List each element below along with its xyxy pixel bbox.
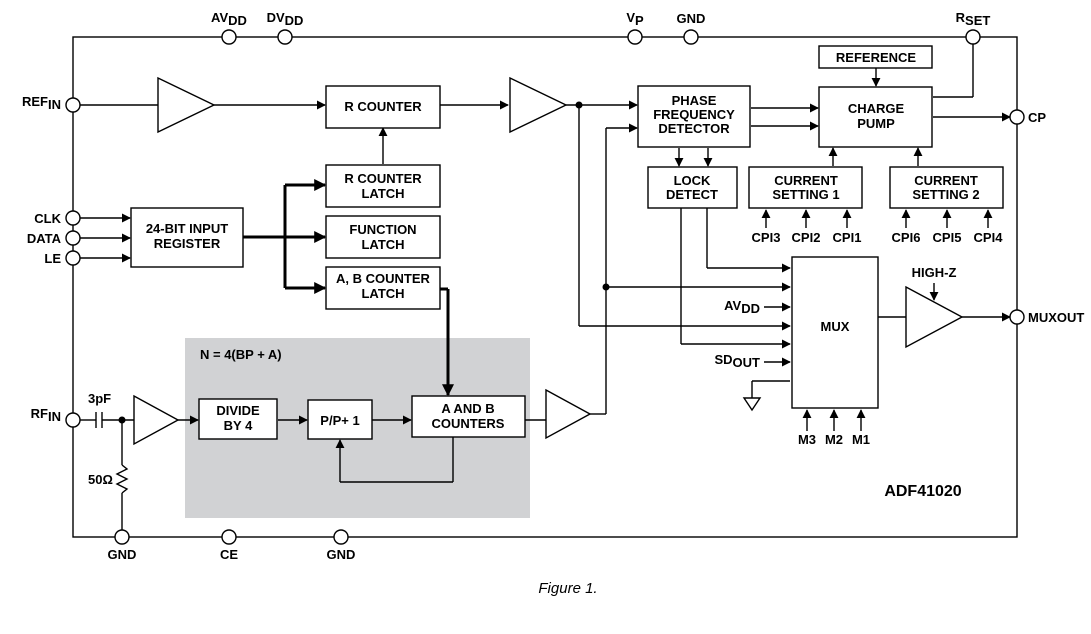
label-le: LE: [44, 251, 61, 266]
pin-vp: [627, 29, 643, 45]
cpi1-label: CPI1: [833, 230, 862, 245]
svg-text:DETECTOR: DETECTOR: [658, 121, 730, 136]
ref-buffer: [157, 76, 216, 134]
label-refin: REFIN: [22, 94, 61, 112]
pin-gnd-top: [683, 29, 699, 45]
svg-text:COUNTERS: COUNTERS: [432, 416, 505, 431]
r-counter-latch-block: R COUNTER LATCH: [325, 164, 441, 208]
svg-text:R COUNTER: R COUNTER: [344, 171, 422, 186]
high-z-label: HIGH-Z: [912, 265, 957, 280]
svg-text:CHARGE: CHARGE: [848, 101, 905, 116]
label-data: DATA: [27, 231, 62, 246]
label-rfin: RFIN: [31, 406, 61, 424]
pin-data: [65, 230, 81, 246]
ref-buffer-2: [509, 76, 568, 134]
label-gnd-top: GND: [677, 11, 706, 26]
prescaler-block: P/P+ 1: [307, 399, 373, 440]
function-latch-block: FUNCTION LATCH: [325, 215, 441, 259]
label-clk: CLK: [34, 211, 61, 226]
pin-dvdd: [277, 29, 293, 45]
svg-text:MUX: MUX: [821, 319, 850, 334]
pin-rfin: [65, 412, 81, 428]
part-number: ADF41020: [884, 483, 961, 500]
svg-text:FUNCTION: FUNCTION: [349, 222, 416, 237]
lock-detect-block: LOCK DETECT: [647, 166, 738, 209]
reference-block: REFERENCE: [818, 45, 933, 69]
chip-outline: [72, 36, 1018, 538]
svg-text:SETTING 2: SETTING 2: [912, 187, 979, 202]
muxout-buffer: [905, 285, 964, 349]
mux-block: MUX: [791, 256, 879, 409]
svg-text:R COUNTER: R COUNTER: [344, 99, 422, 114]
m1-label: M1: [852, 432, 870, 447]
pin-gnd-bottom-2: [333, 529, 349, 545]
pfd-block: PHASE FREQUENCY DETECTOR: [637, 85, 751, 148]
label-vp: VP: [626, 10, 644, 28]
svg-text:REGISTER: REGISTER: [154, 236, 221, 251]
svg-text:FREQUENCY: FREQUENCY: [653, 107, 735, 122]
svg-text:A AND B: A AND B: [441, 401, 494, 416]
svg-text:BY 4: BY 4: [224, 418, 253, 433]
figure-caption: Figure 1.: [538, 580, 597, 597]
svg-text:A, B COUNTER: A, B COUNTER: [336, 271, 431, 286]
label-gnd-bottom-1: GND: [108, 547, 137, 562]
pin-le: [65, 250, 81, 266]
cpi5-label: CPI5: [933, 230, 962, 245]
svg-text:CURRENT: CURRENT: [914, 173, 978, 188]
svg-text:DETECT: DETECT: [666, 187, 718, 202]
svg-text:24-BIT INPUT: 24-BIT INPUT: [146, 221, 228, 236]
cpi6-label: CPI6: [892, 230, 921, 245]
pin-avdd: [221, 29, 237, 45]
ab-counters-block: A AND B COUNTERS: [411, 395, 526, 438]
svg-text:CURRENT: CURRENT: [774, 173, 838, 188]
pin-clk: [65, 210, 81, 226]
charge-pump-block: CHARGE PUMP: [818, 86, 933, 148]
pin-ce: [221, 529, 237, 545]
rf-input-buffer: [133, 394, 180, 446]
ground-symbol: [742, 397, 762, 412]
svg-text:LATCH: LATCH: [361, 186, 404, 201]
m3-label: M3: [798, 432, 816, 447]
pin-gnd-bottom-1: [114, 529, 130, 545]
divide-by-4-block: DIVIDE BY 4: [198, 398, 278, 440]
svg-text:DIVIDE: DIVIDE: [216, 403, 260, 418]
svg-text:P/P+ 1: P/P+ 1: [320, 413, 359, 428]
capacitor-label: 3pF: [88, 391, 111, 406]
current-setting-2-block: CURRENT SETTING 2: [889, 166, 1004, 209]
pin-cp: [1009, 109, 1025, 125]
label-rset: RSET: [956, 10, 991, 28]
label-dvdd: DVDD: [267, 10, 304, 28]
current-setting-1-block: CURRENT SETTING 1: [748, 166, 863, 209]
svg-text:LATCH: LATCH: [361, 237, 404, 252]
mux-avdd-label: AVDD: [724, 298, 760, 316]
svg-text:REFERENCE: REFERENCE: [836, 50, 917, 65]
svg-text:PUMP: PUMP: [857, 116, 895, 131]
label-cp: CP: [1028, 110, 1046, 125]
n-equation: N = 4(BP + A): [200, 347, 282, 362]
pin-rset: [965, 29, 981, 45]
svg-text:PHASE: PHASE: [672, 93, 717, 108]
pin-muxout: [1009, 309, 1025, 325]
svg-text:LATCH: LATCH: [361, 286, 404, 301]
pin-refin: [65, 97, 81, 113]
resistor-label: 50Ω: [88, 472, 113, 487]
svg-text:LOCK: LOCK: [674, 173, 711, 188]
cpi3-label: CPI3: [752, 230, 781, 245]
counter-output-buffer: [545, 388, 592, 440]
input-register-block: 24-BIT INPUT REGISTER: [130, 207, 244, 268]
label-gnd-bottom-2: GND: [327, 547, 356, 562]
mux-sdout-label: SDOUT: [714, 352, 760, 370]
label-avdd: AVDD: [211, 10, 247, 28]
label-ce: CE: [220, 547, 238, 562]
svg-text:SETTING 1: SETTING 1: [772, 187, 839, 202]
ab-counter-latch-block: A, B COUNTER LATCH: [325, 266, 441, 310]
m2-label: M2: [825, 432, 843, 447]
label-muxout: MUXOUT: [1028, 310, 1084, 325]
cpi2-label: CPI2: [792, 230, 821, 245]
r-counter-block: R COUNTER: [325, 85, 441, 129]
cpi4-label: CPI4: [974, 230, 1004, 245]
